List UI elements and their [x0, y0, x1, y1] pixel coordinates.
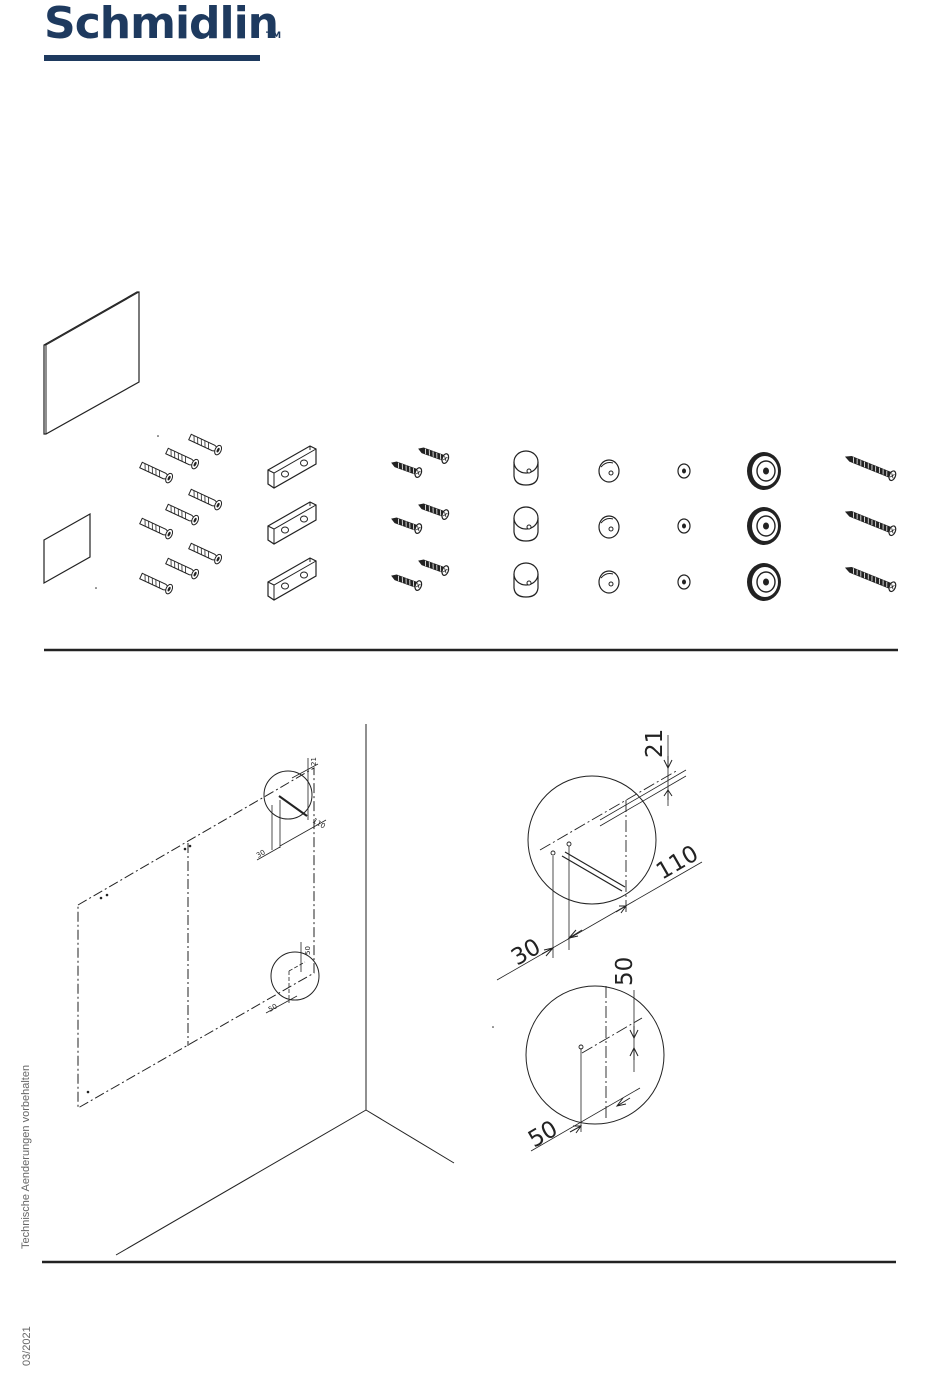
spacers-large [514, 451, 538, 597]
bracket-screws [390, 444, 450, 591]
long-screws [844, 452, 897, 592]
wall-plugs [139, 432, 223, 594]
overview-dim-offset: 30 [255, 848, 267, 859]
detail-dim-horizontal: 50 [524, 1116, 562, 1153]
overview-dim-horizontal: 50 [267, 1002, 279, 1013]
detail-dim-width: 110 [652, 841, 703, 885]
detail-dim-top: 21 [642, 729, 668, 758]
detail-dim-vertical: 50 [612, 957, 638, 986]
legal-notice: Technische Aenderungen vorbehalten [20, 1065, 32, 1249]
mirror-panel-small [44, 514, 90, 583]
overview-dim-vertical: 50 [304, 946, 312, 955]
detail-dim-offset: 30 [507, 934, 545, 971]
spacers-small [599, 460, 619, 593]
washers [678, 464, 690, 589]
overview-drawing [78, 724, 454, 1255]
mirror-panel-large [44, 292, 139, 434]
overview-dim-width: 110 [311, 817, 327, 831]
overview-dim-top: 21 [310, 757, 318, 766]
cover-rosettes [747, 452, 781, 601]
mounting-brackets [268, 446, 316, 600]
document-date: 03/2021 [21, 1326, 33, 1366]
